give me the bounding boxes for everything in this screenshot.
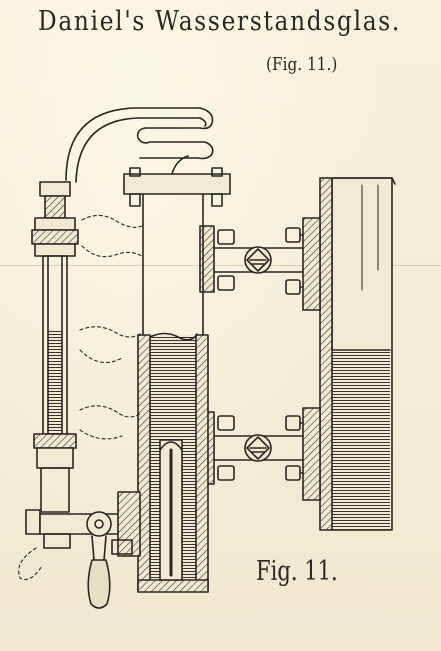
paper-fold (0, 265, 441, 266)
drain-cock-handle (86, 511, 112, 609)
main-chamber (137, 191, 209, 593)
figure-label: Fig. 11. (256, 556, 338, 587)
boiler-wall (319, 177, 396, 531)
plate-title: Daniel's Wasserstandsglas. (38, 6, 402, 37)
steam-coil (65, 107, 214, 183)
plate-subtitle: (Fig. 11.) (266, 54, 338, 75)
stop-cock-lower (244, 434, 272, 462)
top-cap (123, 155, 231, 207)
wall-flange-upper (285, 217, 321, 311)
wall-flange-lower (285, 407, 321, 501)
handle-alt-positions (18, 214, 143, 581)
gauge-glass (25, 181, 141, 557)
stop-cock-upper (244, 246, 272, 274)
